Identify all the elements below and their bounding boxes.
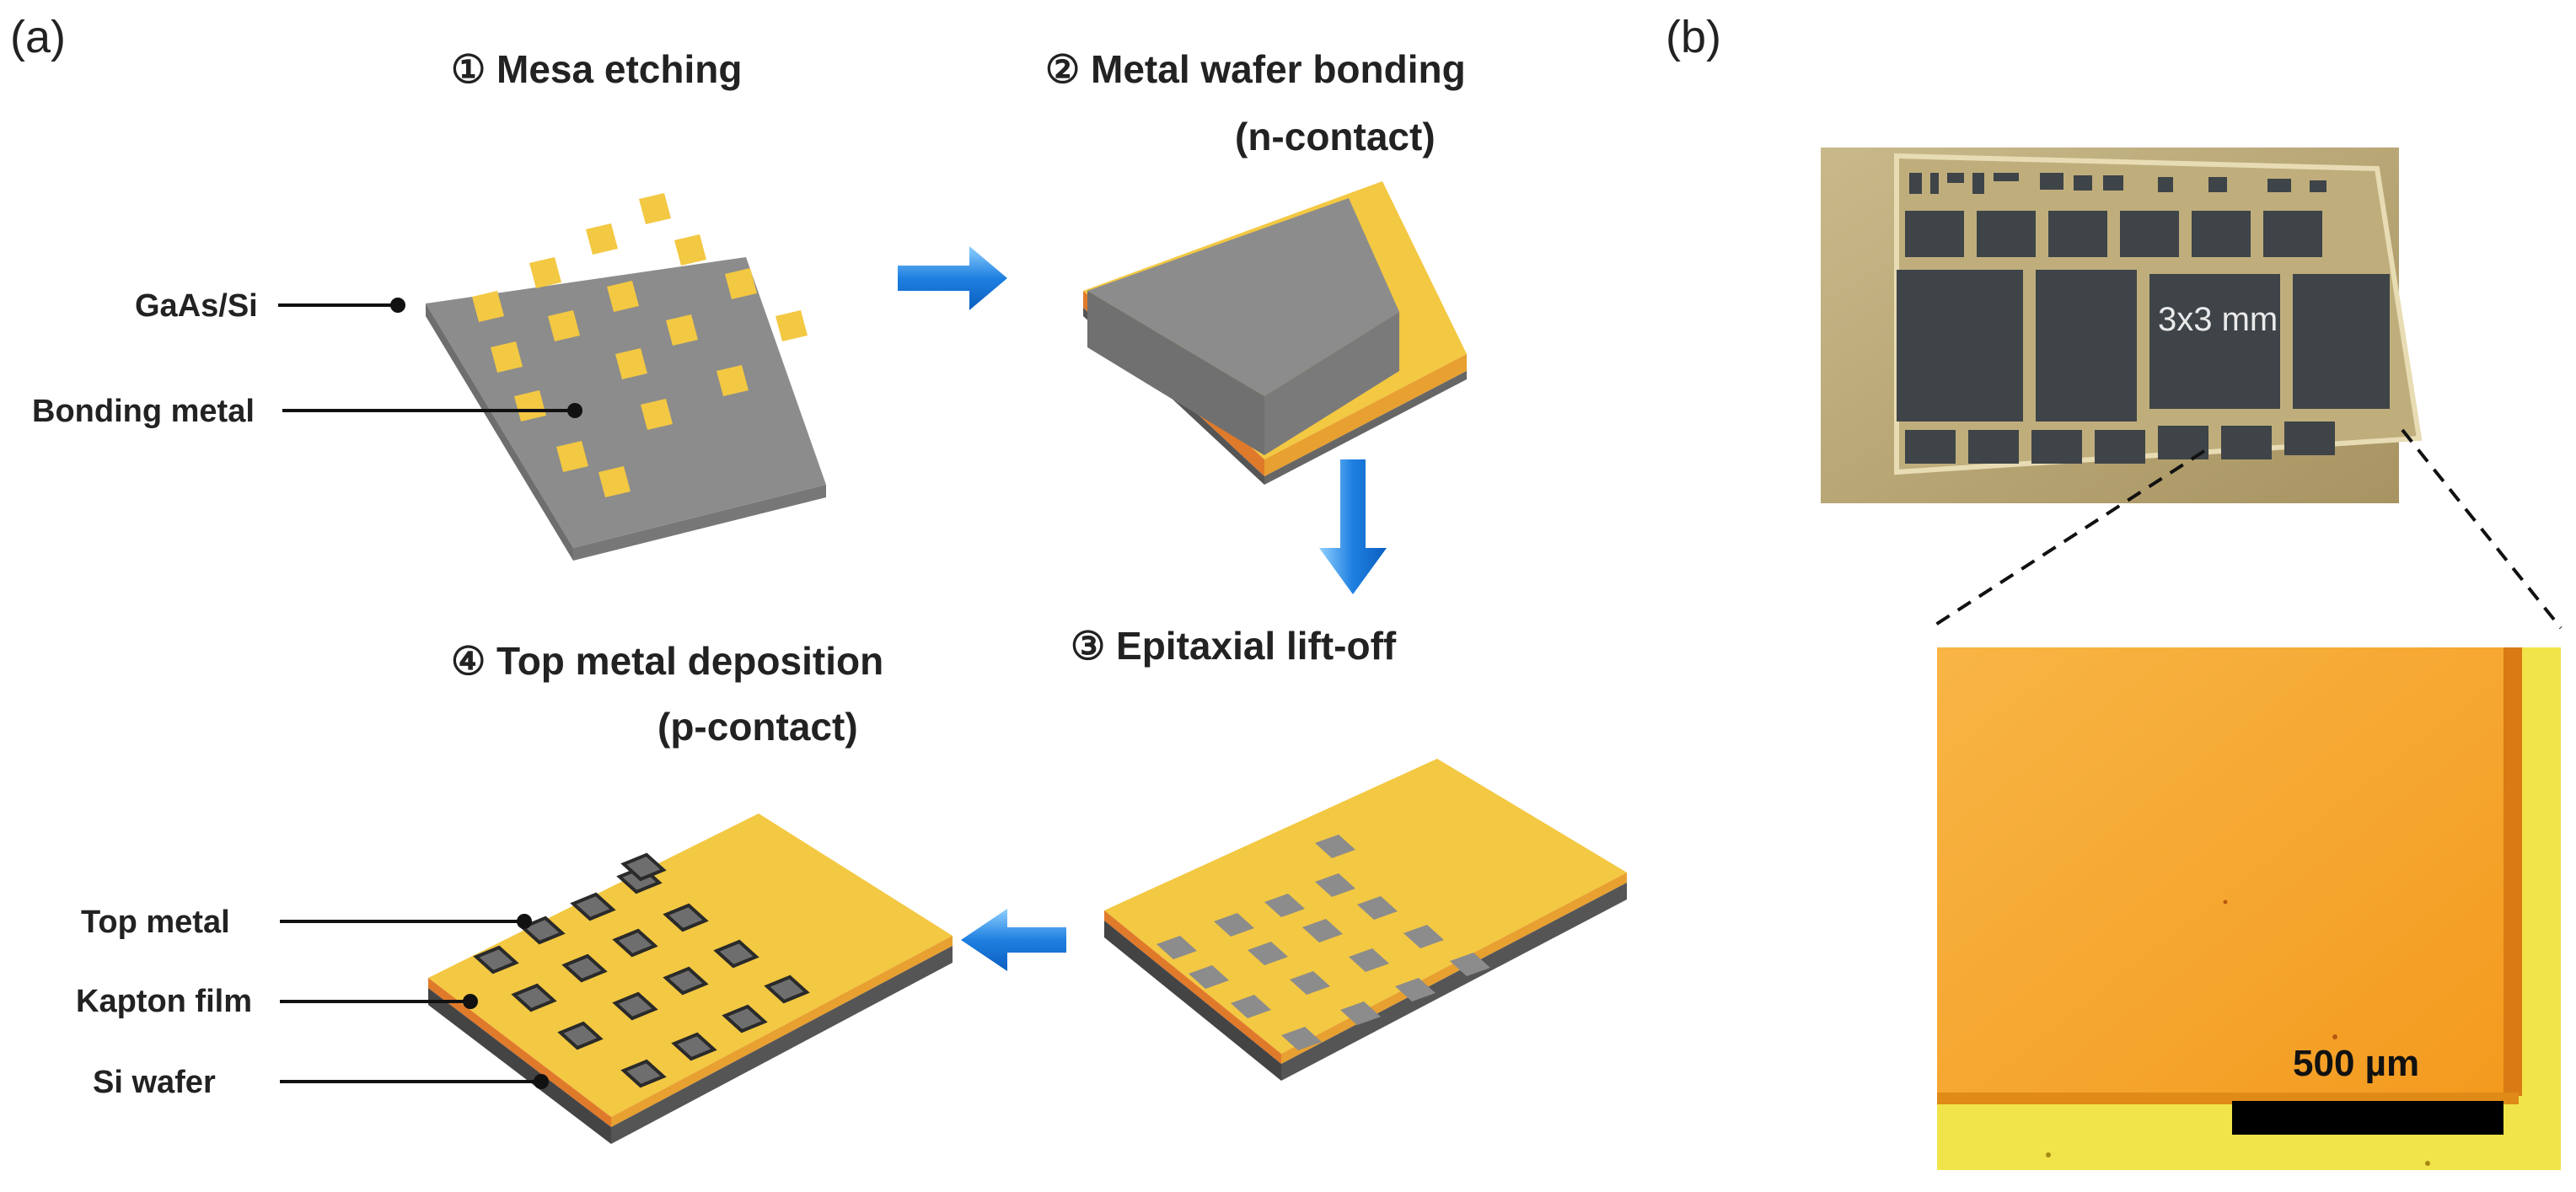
zoom-line-left bbox=[1929, 449, 2206, 630]
step4-title-line1: ④ Top metal deposition bbox=[451, 639, 883, 683]
step1-wafer bbox=[426, 193, 826, 561]
scale-bar-label: 500 µm bbox=[2293, 1043, 2419, 1084]
arrow-left-icon bbox=[961, 909, 1066, 971]
leader-dot-gaas-si bbox=[390, 298, 405, 313]
panel-label-b: (b) bbox=[1666, 12, 1721, 62]
step4-devices bbox=[473, 852, 810, 1088]
leader-dot-bonding-metal bbox=[567, 403, 582, 418]
label-kapton-film: Kapton film bbox=[76, 984, 252, 1019]
step2-title-line1: ② Metal wafer bonding bbox=[1045, 47, 1466, 91]
step3-dies bbox=[1157, 835, 1490, 1050]
step4-title-line2: (p-contact) bbox=[657, 705, 858, 749]
step1-title: ① Mesa etching bbox=[451, 47, 742, 91]
label-gaas-si: GaAs/Si bbox=[135, 288, 258, 324]
label-bonding-metal: Bonding metal bbox=[32, 394, 255, 429]
photo-size-label: 3x3 mm bbox=[2158, 301, 2278, 338]
label-top-metal: Top metal bbox=[81, 905, 230, 940]
step1-bonding-pads bbox=[472, 193, 808, 497]
arrow-right-icon bbox=[898, 246, 1007, 310]
panel-label-a: (a) bbox=[10, 12, 66, 62]
step3-wafer bbox=[1104, 759, 1627, 1081]
leader-dot-top-metal bbox=[517, 914, 532, 929]
arrow-down-icon bbox=[1319, 459, 1387, 594]
leader-dot-si-wafer bbox=[534, 1074, 549, 1089]
scale-bar bbox=[2232, 1101, 2504, 1135]
sample-photo bbox=[1821, 148, 2423, 503]
step4-wafer bbox=[428, 813, 953, 1144]
leader-dot-kapton-film bbox=[463, 994, 478, 1009]
step3-title: ③ Epitaxial lift-off bbox=[1071, 624, 1397, 668]
step2-title-line2: (n-contact) bbox=[1235, 115, 1436, 158]
step2-stack bbox=[1083, 181, 1467, 485]
label-si-wafer: Si wafer bbox=[93, 1065, 216, 1100]
microscope-image bbox=[1937, 647, 2561, 1170]
zoom-line-right bbox=[2401, 428, 2563, 630]
